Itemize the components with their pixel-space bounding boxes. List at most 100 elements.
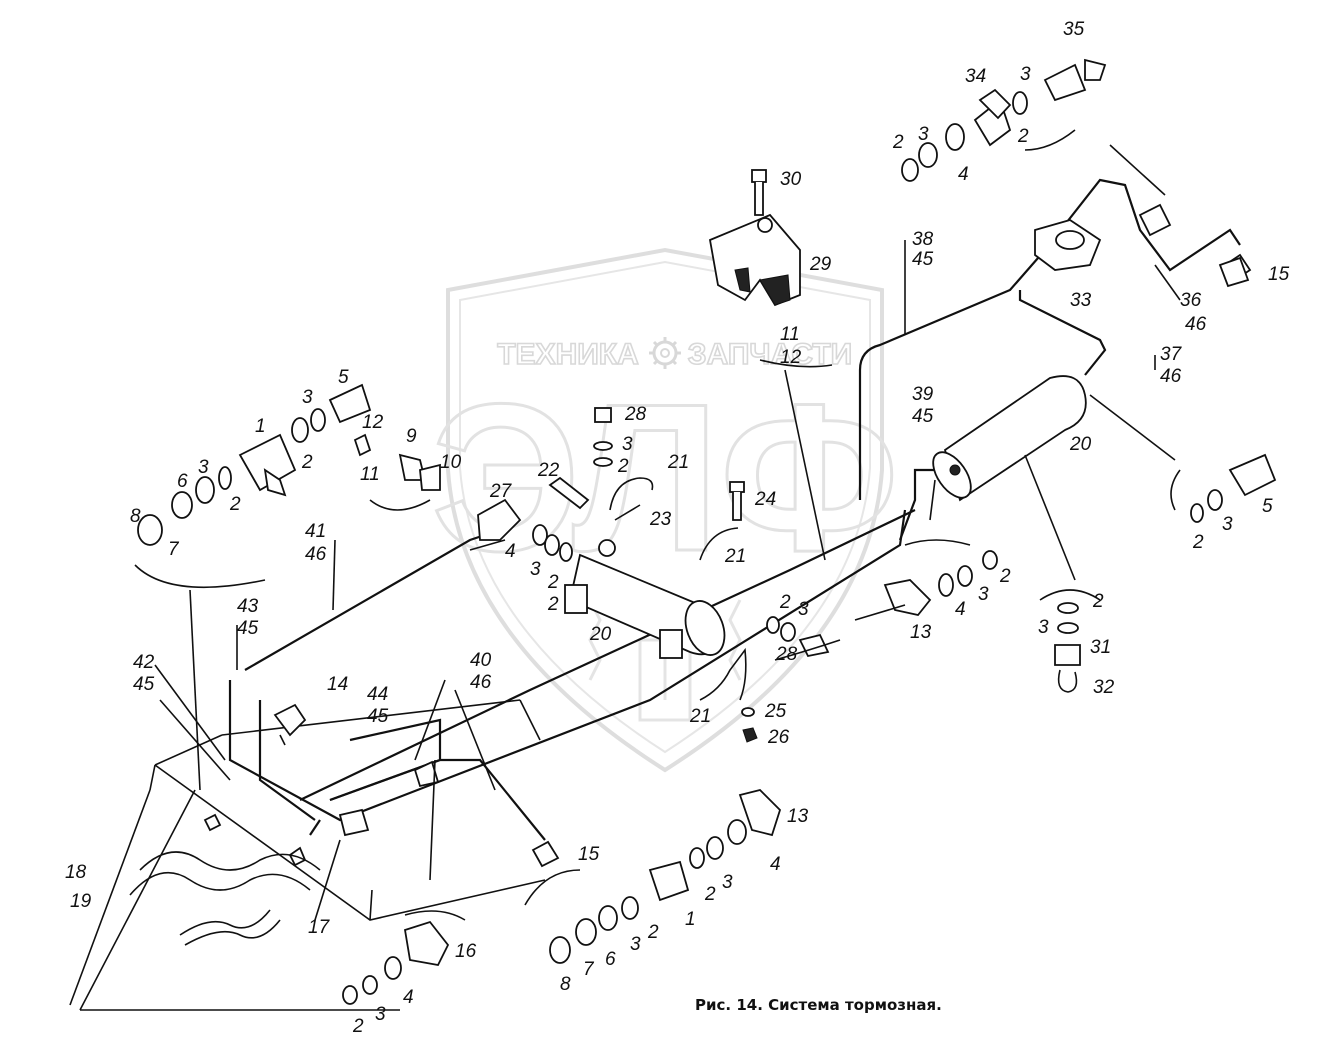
- watermark-emblem-letters: ЭЛФ: [431, 360, 899, 595]
- callout-3: 3: [302, 387, 313, 408]
- leader-lines: [69, 144, 1181, 1011]
- fitting-group-bottom: [549, 789, 782, 964]
- fitting-5-right: [1190, 453, 1277, 523]
- cables-18-19: [129, 851, 321, 946]
- callout-21: 21: [689, 706, 711, 727]
- coupling-head-15-top: [1218, 256, 1250, 288]
- callout-46: 46: [305, 544, 327, 565]
- callout-12: 12: [780, 347, 802, 368]
- callout-2: 2: [892, 132, 904, 153]
- callout-11: 11: [360, 464, 380, 485]
- valve-14: [273, 703, 307, 746]
- callout-4: 4: [958, 164, 969, 185]
- callout-20: 20: [1069, 434, 1092, 455]
- fitting-group-top-right: [901, 58, 1107, 182]
- callout-45: 45: [912, 406, 934, 427]
- callout-35: 35: [1063, 19, 1085, 40]
- callout-3: 3: [630, 934, 641, 955]
- callout-20: 20: [589, 624, 612, 645]
- callout-26: 26: [767, 727, 790, 748]
- elbow-13-mid: [883, 550, 998, 616]
- callout-18: 18: [65, 862, 87, 883]
- callout-2: 2: [1192, 532, 1204, 553]
- callout-15: 15: [578, 844, 600, 865]
- callout-6: 6: [605, 949, 616, 970]
- fitting-group-left: [137, 383, 441, 546]
- callout-13: 13: [910, 622, 932, 643]
- gear-icon: [649, 337, 681, 369]
- callout-3: 3: [1222, 514, 1233, 535]
- clamp-21-top: [609, 477, 654, 521]
- callout-21: 21: [724, 546, 746, 567]
- callout-23: 23: [649, 509, 672, 530]
- callout-45: 45: [133, 674, 155, 695]
- callout-2: 2: [352, 1016, 364, 1037]
- callout-15: 15: [1268, 264, 1290, 285]
- callout-21: 21: [667, 452, 689, 473]
- callout-43: 43: [237, 596, 259, 617]
- callout-3: 3: [198, 457, 209, 478]
- valve-31: [1054, 602, 1081, 693]
- callout-2: 2: [647, 922, 659, 943]
- callout-32: 32: [1093, 677, 1115, 698]
- callout-3: 3: [722, 872, 733, 893]
- valve-33: [1034, 219, 1102, 271]
- plug-28-top: [593, 407, 613, 467]
- callout-3: 3: [978, 584, 989, 605]
- callout-33: 33: [1070, 290, 1092, 311]
- callout-2: 2: [1017, 126, 1029, 147]
- callout-44: 44: [367, 684, 388, 705]
- callout-7: 7: [168, 539, 180, 560]
- callout-4: 4: [505, 541, 516, 562]
- coupling-head-15-bottom: [531, 840, 560, 868]
- callout-16: 16: [455, 941, 477, 962]
- callout-28: 28: [624, 404, 647, 425]
- callout-19: 19: [70, 891, 92, 912]
- callout-30: 30: [780, 169, 802, 190]
- callout-11: 11: [780, 324, 800, 345]
- callout-14: 14: [327, 674, 348, 695]
- callout-2: 2: [547, 594, 559, 615]
- elbow-27: [477, 476, 590, 562]
- air-receiver-center: [564, 539, 726, 659]
- callout-45: 45: [367, 706, 389, 727]
- callout-28: 28: [775, 644, 798, 665]
- plug-28-low: [766, 616, 830, 658]
- callout-34: 34: [965, 66, 986, 87]
- bracket-29: [708, 213, 801, 307]
- valve-17: [203, 760, 440, 867]
- grouping-arcs: [134, 129, 1181, 921]
- callout-2: 2: [617, 456, 629, 477]
- callout-3: 3: [375, 1004, 386, 1025]
- callout-10: 10: [440, 452, 462, 473]
- callout-3: 3: [1020, 64, 1031, 85]
- callout-22: 22: [537, 460, 560, 481]
- callout-36: 36: [1180, 290, 1202, 311]
- bolt-24: [729, 481, 745, 521]
- callout-17: 17: [308, 917, 331, 938]
- callout-46: 46: [470, 672, 492, 693]
- callout-41: 41: [305, 521, 326, 542]
- callout-2: 2: [1092, 591, 1104, 612]
- callout-7: 7: [583, 959, 595, 980]
- callout-8: 8: [560, 974, 571, 995]
- watermark-shield-inner: [459, 260, 871, 754]
- callout-42: 42: [133, 652, 155, 673]
- callout-13: 13: [787, 806, 809, 827]
- callout-45: 45: [912, 249, 934, 270]
- watermark-left-word: ТЕХНИКА: [497, 338, 639, 371]
- elbow-16: [342, 920, 450, 1005]
- callout-labels: 35 34 3 2 3 2 4 30 29 38 45 33 15 36 46 …: [65, 19, 1290, 1037]
- callout-40: 40: [470, 650, 492, 671]
- callout-39: 39: [912, 384, 934, 405]
- frame-outline: [149, 699, 546, 921]
- callout-24: 24: [754, 489, 776, 510]
- callout-3: 3: [918, 124, 929, 145]
- callout-6: 6: [177, 471, 188, 492]
- callout-25: 25: [764, 701, 787, 722]
- callout-8: 8: [130, 506, 141, 527]
- callout-2: 2: [301, 452, 313, 473]
- callout-5: 5: [1262, 496, 1273, 517]
- callout-3: 3: [622, 434, 633, 455]
